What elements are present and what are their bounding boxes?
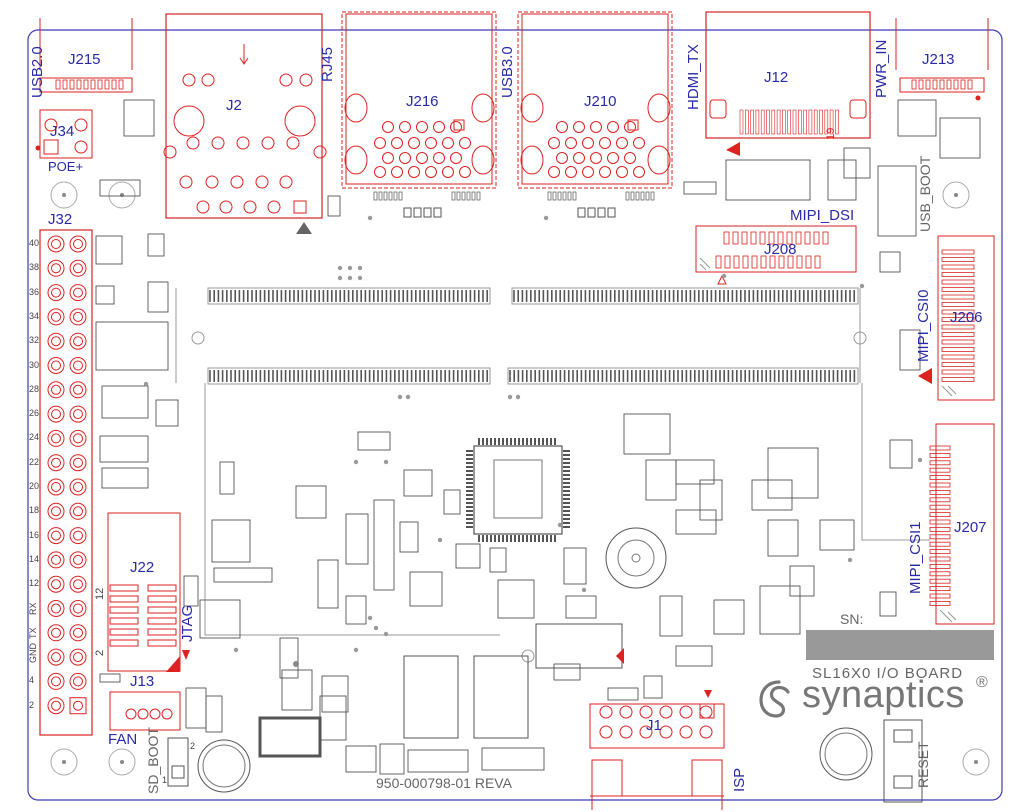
usb-boot-label: USB_BOOT <box>917 155 933 232</box>
mipi-csi1-connector <box>929 423 995 625</box>
gpio-row-label: 32 <box>29 335 40 346</box>
eeprom-chip <box>535 623 623 669</box>
j22-label: J22 <box>130 559 155 576</box>
j207-label: J207 <box>954 519 987 536</box>
gpio-row-label: 26 <box>29 408 40 419</box>
j12-label: J12 <box>764 69 789 86</box>
inductor <box>258 716 322 758</box>
j13-label: J13 <box>130 673 155 690</box>
usb3-connector-j216 <box>341 11 497 218</box>
jtag-header <box>107 512 190 672</box>
gpio-row-label: 14 <box>29 553 40 564</box>
gpio-row-label: 28 <box>29 383 40 394</box>
crystal <box>605 527 667 589</box>
isp-label: ISP <box>731 767 748 792</box>
isp-header <box>589 690 725 810</box>
gpio-row-label: 38 <box>29 262 40 273</box>
mipi-csi0-label: MIPI_CSI0 <box>915 289 932 362</box>
reset-label: RESET <box>915 741 931 788</box>
j216-label: J216 <box>406 93 439 110</box>
gpio-row-label: 40 <box>29 238 40 248</box>
buzzer <box>197 739 251 793</box>
flash-chip-1 <box>403 655 459 739</box>
mipi-dsi-connector <box>695 225 857 285</box>
sd-pin1-label: 1 <box>162 775 168 785</box>
gpio-row-label: GND <box>28 643 38 664</box>
j2-label: J2 <box>226 97 242 114</box>
j22-pin12-label: 12 <box>94 587 106 600</box>
sd-pin2-label: 2 <box>190 741 196 751</box>
rj45-label: RJ45 <box>319 46 336 82</box>
passive-components <box>95 99 981 775</box>
j215-label: J215 <box>68 51 101 68</box>
hdmi-tx-label: HDMI_TX <box>685 44 702 110</box>
part-number: 950-000798-01 REVA <box>376 775 512 791</box>
j210-label: J210 <box>584 93 617 110</box>
mipi-csi0-connector <box>918 235 995 401</box>
gpio-row-label: TX <box>28 627 38 639</box>
sd-boot-switch <box>167 737 189 787</box>
j208-label: J208 <box>764 241 797 258</box>
gpio-row-label: 4 <box>29 675 35 686</box>
reset-button <box>883 719 923 803</box>
synaptics-logo-icon <box>759 680 790 718</box>
synaptics-logo: synaptics ® <box>756 674 996 722</box>
j22-pin2-label: 2 <box>94 649 106 656</box>
usb3-connector-j210 <box>517 11 673 218</box>
pwr-in-label: PWR_IN <box>873 39 890 98</box>
j213-label: J213 <box>922 51 955 68</box>
jtag-label: JTAG <box>179 604 196 642</box>
poe-label: POE+ <box>48 159 84 174</box>
j32-label: J32 <box>48 211 73 228</box>
gpio-row-label: RX <box>28 601 38 615</box>
mipi-dsi-label: MIPI_DSI <box>790 207 855 224</box>
gpio-row-label: 18 <box>29 505 40 516</box>
usb3-label: USB3.0 <box>499 46 516 98</box>
board-title: SL16X0 I/O BOARD <box>812 665 964 682</box>
serial-number-box <box>806 630 994 660</box>
j206-label: J206 <box>950 309 983 326</box>
board-outline <box>27 29 1003 801</box>
gpio-row-label: 12 <box>29 578 40 589</box>
mipi-csi1-label: MIPI_CSI1 <box>907 521 924 594</box>
flash-chip-2 <box>473 655 529 739</box>
poe-header <box>35 109 93 159</box>
synaptics-wordmark: synaptics <box>802 674 965 716</box>
module-connectors <box>207 287 859 385</box>
sd-boot-label: SD_BOOT <box>145 727 161 794</box>
usb2-label: USB2.0 <box>29 46 46 98</box>
gpio-header <box>39 229 93 736</box>
power-connector <box>895 18 989 101</box>
j12-pin19-label: 19 <box>825 127 837 140</box>
gpio-row-label: 2 <box>29 699 35 710</box>
gpio-row-label: 34 <box>29 310 40 321</box>
gpio-row-label: 36 <box>29 286 40 297</box>
j34-label: J34 <box>50 123 75 140</box>
gpio-row-label: 24 <box>29 432 40 443</box>
reset-cap <box>819 727 873 781</box>
registered-mark: ® <box>976 674 988 691</box>
gpio-row-label: 16 <box>29 529 40 540</box>
gpio-row-label: 20 <box>29 481 40 491</box>
hdmi-connector <box>705 11 871 156</box>
rj45-connector <box>163 13 327 234</box>
gpio-row-label: 22 <box>29 456 40 467</box>
gpio-row-label: 30 <box>29 359 40 370</box>
j1-label: J1 <box>646 717 662 734</box>
main-soc <box>466 438 570 542</box>
fan-header <box>109 691 181 731</box>
sn-label: SN: <box>840 611 864 627</box>
fan-label: FAN <box>108 731 138 748</box>
usb2-connector <box>39 18 133 93</box>
